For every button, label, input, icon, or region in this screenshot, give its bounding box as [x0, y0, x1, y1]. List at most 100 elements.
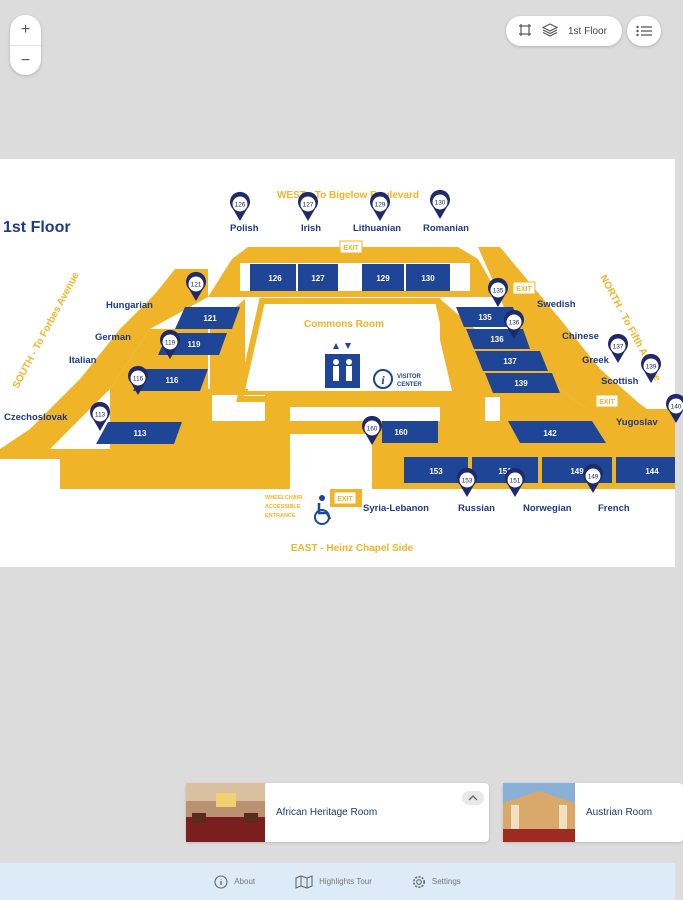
room-name-labels: Polish Irish Lithuanian Romanian Hungari… [4, 223, 658, 514]
map-pin-130[interactable]: 130 [430, 189, 450, 219]
room-126: 126 [268, 274, 282, 283]
room-blocks [96, 264, 675, 483]
label-syria-lebanon: Syria-Lebanon [363, 503, 429, 514]
nav-tour-label: Highlights Tour [319, 877, 372, 886]
label-irish: Irish [301, 223, 321, 234]
wheelchair-label-1: WHEELCHAIR [265, 495, 302, 501]
map-pin-label: 129 [375, 202, 386, 209]
map-pin-127[interactable]: 127 [298, 191, 318, 221]
map-pin-label: 135 [493, 288, 504, 295]
label-lithuanian: Lithuanian [353, 223, 401, 234]
floor-map[interactable]: 126 127 129 130 121 119 116 113 135 136 … [0, 159, 683, 567]
label-german: German [95, 332, 131, 343]
label-yugoslav: Yugoslav [616, 417, 658, 428]
map-pin-151[interactable]: 151 [505, 467, 525, 497]
nav-settings[interactable]: Settings [412, 875, 461, 889]
commons-room-label: Commons Room [304, 319, 384, 330]
card-title: African Heritage Room [276, 807, 378, 818]
map-pin-121[interactable]: 121 [186, 271, 206, 301]
nav-about[interactable]: About [214, 874, 255, 889]
label-hungarian: Hungarian [106, 300, 153, 311]
label-swedish: Swedish [537, 299, 576, 310]
bottom-nav: About Highlights Tour Settings [0, 863, 675, 900]
floor-selector[interactable]: 1st Floor [506, 16, 622, 46]
room-137: 137 [503, 357, 517, 366]
svg-text:i: i [381, 373, 385, 387]
list-menu-button[interactable] [627, 16, 661, 46]
map-pin-153[interactable]: 153 [457, 467, 477, 497]
map-pin-149[interactable]: 149 [583, 463, 603, 493]
map-pin-label: 160 [367, 426, 378, 433]
info-circle-icon [214, 874, 228, 889]
label-french: French [598, 503, 630, 514]
room-144: 144 [645, 467, 659, 476]
gear-icon [412, 875, 425, 888]
room-151: 151 [498, 467, 512, 476]
room-116: 116 [166, 376, 179, 385]
visitor-center-label-1: VISITOR [397, 374, 422, 380]
room-135: 135 [478, 313, 492, 322]
svg-text:EXIT: EXIT [337, 496, 353, 503]
east-label: EAST - Heinz Chapel Side [291, 543, 414, 554]
room-136: 136 [490, 335, 504, 344]
map-pin-label: 127 [303, 202, 314, 209]
layers-icon [541, 22, 559, 40]
room-pins[interactable]: 126 127 129 130 121 119 116 113 135 136 137 139 140 1… [90, 189, 683, 497]
map-pin-135[interactable]: 135 [488, 277, 508, 307]
map-pin-136[interactable]: 136 [504, 309, 524, 339]
wheelchair-label-2: ACCESSIBLE [265, 504, 301, 510]
map-pin-label: 153 [462, 478, 473, 485]
label-romanian: Romanian [423, 223, 469, 234]
wheelchair-label-3: ENTRANCE [265, 513, 296, 519]
wheelchair-icon [314, 495, 332, 525]
map-pin-140[interactable]: 140 [666, 393, 683, 423]
map-pin-label: 139 [646, 364, 657, 371]
map-icon [295, 874, 313, 889]
elevator-icon [325, 343, 360, 388]
commons-border [236, 298, 464, 402]
map-pin-119[interactable]: 119 [160, 329, 180, 359]
svg-text:EXIT: EXIT [343, 245, 359, 252]
map-pin-label: 149 [588, 474, 599, 481]
visitor-center-label-2: CENTER [397, 382, 422, 388]
map-pin-label: 140 [671, 404, 682, 411]
map-pin-126[interactable]: 126 [230, 191, 250, 221]
map-pin-label: 130 [435, 200, 446, 207]
zoom-in-button[interactable]: + [20, 21, 31, 38]
room-119: 119 [188, 340, 201, 349]
room-142: 142 [543, 429, 557, 438]
map-pin-160[interactable]: 160 [362, 415, 382, 445]
exit-signs: EXIT EXIT EXIT EXIT [333, 240, 619, 505]
room-127: 127 [311, 274, 325, 283]
map-pin-label: 119 [165, 340, 176, 347]
info-icon: i [373, 369, 393, 389]
zoom-out-button[interactable]: − [10, 45, 41, 75]
nav-settings-label: Settings [431, 877, 461, 886]
room-photo [503, 783, 575, 842]
label-norwegian: Norwegian [523, 503, 572, 514]
floor-title: 1st Floor [3, 219, 71, 236]
floor-label: 1st Floor [568, 25, 607, 37]
label-russian: Russian [458, 503, 495, 514]
room-160: 160 [394, 428, 408, 437]
south-label: SOUTH - To Forbes Avenue [11, 270, 82, 390]
map-pin-139[interactable]: 139 [641, 353, 661, 383]
map-pin-label: 126 [235, 202, 246, 209]
room-photo [186, 783, 265, 842]
label-czechoslovak: Czechoslovak [4, 412, 68, 423]
room-card-austrian[interactable]: Austrian Room [503, 783, 683, 842]
label-scottish: Scottish [601, 376, 639, 387]
room-card-african-heritage[interactable]: African Heritage Room [186, 783, 489, 842]
map-pin-116[interactable]: 116 [128, 365, 148, 395]
collapse-button[interactable] [462, 791, 484, 805]
nav-highlights-tour[interactable]: Highlights Tour [295, 874, 372, 889]
label-chinese: Chinese [562, 331, 599, 342]
map-pin-129[interactable]: 129 [370, 191, 390, 221]
label-greek: Greek [582, 355, 610, 366]
map-pin-label: 121 [191, 282, 202, 289]
map-pin-137[interactable]: 137 [608, 333, 628, 363]
list-icon [636, 25, 652, 37]
card-title: Austrian Room [586, 807, 653, 818]
map-pin-label: 116 [133, 376, 144, 383]
map-pin-113[interactable]: 113 [90, 401, 110, 431]
